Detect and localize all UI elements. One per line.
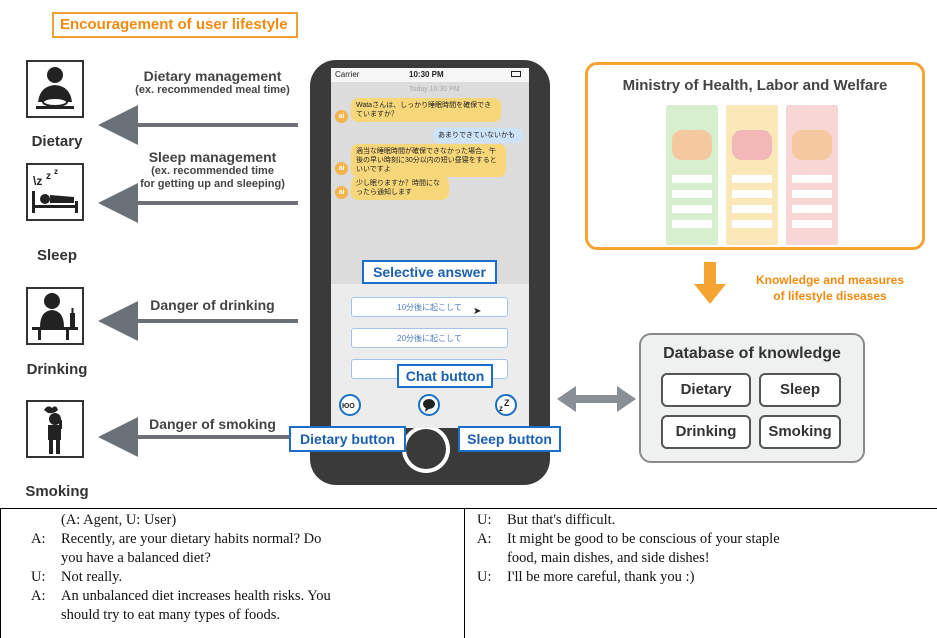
speaker-tag: A: [31,531,46,547]
dialogue-line: I'll be more careful, thank you :) [507,569,695,585]
drinking-arrow-label: Danger of drinking [150,297,275,313]
ministry-title: Ministry of Health, Labor and Welfare [622,77,888,94]
sleep-arrow-sub1: (ex. recommended time [151,165,274,177]
dialogue-note: (A: Agent, U: User) [61,512,177,528]
sleep-arrow-sub2: for getting up and sleeping) [140,178,285,190]
sleep-label: Sleep [36,247,78,264]
smoking-icon [26,400,84,458]
dialogue-right-column: U: But that's difficult. A: It might be … [465,509,937,638]
smoking-label: Smoking [25,483,89,500]
agent-avatar: ai [335,162,348,175]
db-item-drinking: Drinking [661,415,751,449]
chat-button[interactable] [418,394,440,416]
db-item-dietary: Dietary [661,373,751,407]
cursor-icon: ➤ [473,306,482,317]
drinking-label: Drinking [26,361,88,378]
dialogue-line: food, main dishes, and side dishes! [507,550,710,566]
svg-text:\z: \z [33,174,42,188]
arrows-layer [98,105,726,457]
dietary-button[interactable]: ЮО [339,394,361,416]
database-title: Database of knowledge [663,345,841,362]
speaker-tag: A: [31,588,46,604]
chat-button-label: Chat button [397,364,493,388]
sleep-button-label: Sleep button [458,426,561,452]
dialogue-line: It might be good to be conscious of your… [507,531,780,547]
leaflet-image [666,105,718,245]
option-button-10min[interactable]: 10分後に起こして [351,297,508,317]
chat-bubble-agent: 適当な睡眠時間が確保できなかった場合、午後の早い時刻に30分以内の短い昼寝をする… [351,144,506,177]
speaker-tag: A: [477,531,492,547]
drinking-icon [26,287,84,345]
svg-text:z: z [54,167,58,176]
speaker-tag: U: [31,569,46,585]
dietary-arrow-sub: (ex. recommended meal time) [135,84,290,96]
dialogue-table: (A: Agent, U: User) A: Recently, are you… [0,508,937,638]
dialogue-line: you have a balanced diet? [61,550,211,566]
battery-icon [511,71,521,77]
agent-avatar: ai [335,186,348,199]
option-button-20min[interactable]: 20分後に起こして [351,328,508,348]
double-arrow [557,386,636,412]
ministry-panel: Ministry of Health, Labor and Welfare [585,62,925,250]
sleep-arrow-label: Sleep management [148,149,277,165]
database-panel: Database of knowledge Dietary Sleep Drin… [639,333,865,463]
chat-bubble-agent: 少し眠りますか？時間になったら通知します [351,176,449,200]
header-title: Encouragement of user lifestyle [52,12,298,38]
speaker-tag: U: [477,569,492,585]
status-time: 10:30 PM [409,70,444,79]
svg-text:z: z [46,171,51,182]
sleep-icon: \z z z [26,163,84,221]
dietary-button-label: Dietary button [289,426,406,452]
leaflet-image [786,105,838,245]
selective-answer-label: Selective answer [362,260,497,284]
dietary-label: Dietary [31,133,83,150]
dietary-arrow-label: Dietary management [143,68,282,84]
chat-bubble-user: あまりできていないかも [433,128,523,143]
smoking-arrow-label: Danger of smoking [149,416,276,432]
svg-text:ЮО: ЮО [342,403,355,410]
dialogue-line: should try to eat many types of foods. [61,607,281,623]
dietary-icon [26,60,84,118]
speaker-tag: U: [477,512,492,528]
chat-date: Today 10:30 PM [409,86,460,93]
dialogue-left-column: (A: Agent, U: User) A: Recently, are you… [0,509,465,638]
dialogue-line: An unbalanced diet increases health risk… [61,588,331,604]
knowledge-line-2: of lifestyle diseases [773,289,887,303]
dialogue-line: Not really. [61,569,123,585]
chat-bubble-agent: Wataさんは、しっかり睡眠時間を確保できていますか？ [351,98,501,122]
svg-text:Z: Z [504,398,510,408]
leaflet-image [726,105,778,245]
agent-avatar: ai [335,110,348,123]
db-item-smoking: Smoking [759,415,841,449]
carrier-label: Carrier [335,70,360,79]
svg-text:z: z [499,404,503,413]
dialogue-line: Recently, are your dietary habits normal… [61,531,322,547]
status-bar: Carrier 10:30 PM [331,68,529,82]
dialogue-line: But that's difficult. [507,512,616,528]
knowledge-line-1: Knowledge and measures [755,273,905,287]
home-button[interactable] [406,429,446,469]
db-item-sleep: Sleep [759,373,841,407]
knowledge-arrow [694,262,726,304]
